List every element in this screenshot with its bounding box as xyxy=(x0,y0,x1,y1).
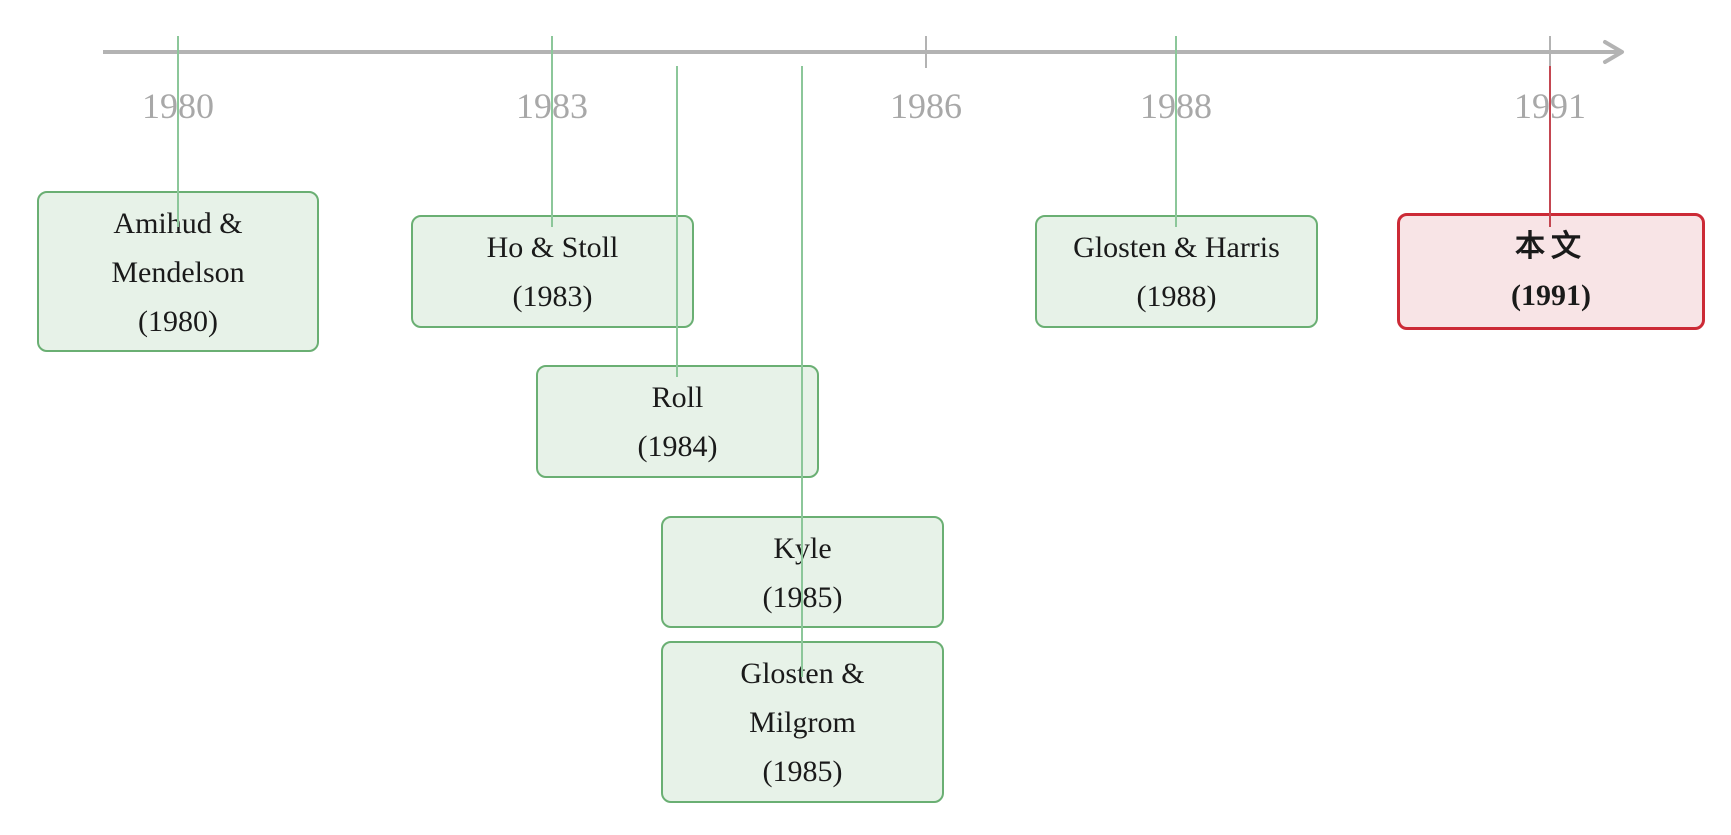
event-name: Roll xyxy=(651,381,704,414)
event-name: Ho & Stoll xyxy=(486,231,619,264)
event-name: Glosten & Milgrom xyxy=(740,657,865,739)
event-card-glosten-harris: Glosten & Harris (1988) xyxy=(1035,215,1318,328)
event-card-kyle: Kyle (1985) xyxy=(661,516,944,628)
event-year: (1980) xyxy=(138,305,218,338)
event-year: (1983) xyxy=(512,280,593,313)
event-card-amihud-mendelson: Amihud & Mendelson (1980) xyxy=(37,191,319,352)
event-name: Kyle xyxy=(773,532,832,565)
event-card-ho-stoll: Ho & Stoll (1983) xyxy=(411,215,694,328)
event-name: 本文 xyxy=(1515,230,1587,263)
event-name: Glosten & Harris xyxy=(1073,231,1280,264)
tick-label-1980: 1980 xyxy=(142,86,214,126)
event-year: (1984) xyxy=(637,430,718,463)
tick-label-1983: 1983 xyxy=(516,86,588,126)
event-name: Amihud & Mendelson xyxy=(111,207,245,289)
event-year: (1985) xyxy=(762,581,843,614)
tick-label-1986: 1986 xyxy=(890,86,962,126)
event-year: (1985) xyxy=(762,755,843,788)
event-year: (1988) xyxy=(1136,280,1217,313)
axis-arrowhead xyxy=(1603,40,1624,64)
tick-label-1991: 1991 xyxy=(1514,86,1586,126)
event-card-this-paper: 本文 (1991) xyxy=(1397,213,1705,330)
event-card-roll: Roll (1984) xyxy=(536,365,819,478)
event-year: (1991) xyxy=(1511,279,1591,312)
tick-label-1988: 1988 xyxy=(1140,86,1212,126)
event-card-glosten-milgrom: Glosten & Milgrom (1985) xyxy=(661,641,944,803)
